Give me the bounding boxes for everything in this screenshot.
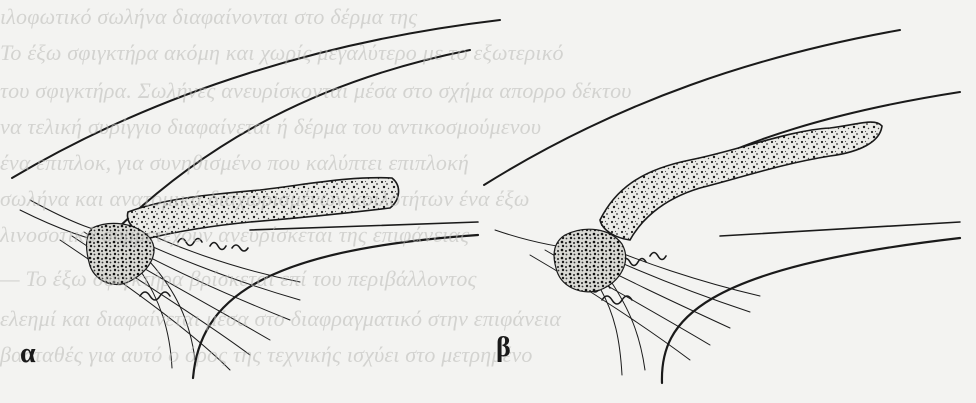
bleed-text-line: του σφιγκτήρα. Σωλήνες ανευρίσκονται μέσ… xyxy=(0,78,976,104)
bleed-text-line: σωλήνα και ανατομικά διαχωρισμένων κοιλο… xyxy=(0,186,976,212)
panel-label-beta: β xyxy=(496,332,511,364)
bleed-text-line: ελεημί και διαφαίνεται μέσα στο διαφραγμ… xyxy=(0,306,976,332)
bleed-text-line: λινοσοτικά συμμετέχουν ανευρίσκεται της … xyxy=(0,222,976,248)
bleed-text-line: βασταθές για αυτό ο όρος της τεχνικής ισ… xyxy=(0,342,976,368)
panel-label-alpha: α xyxy=(20,338,36,370)
bleed-text-line: ένα επιπλοκ, για συνηθισμένο που καλύπτε… xyxy=(0,150,976,176)
bleed-text-line: Το έξω σφιγκτήρα ακόμη και χωρίς μεγαλύτ… xyxy=(0,40,976,66)
bleed-text-line: — Το έξω σφιγκτήρα βρίσκεται επί του περ… xyxy=(0,266,976,292)
bleed-text-line: ιλοφωτικό σωλήνα διαφαίνονται στο δέρμα … xyxy=(0,4,976,30)
bleed-text-line: να τελική συρίγγιο διαφαίνεται ή δέρμα τ… xyxy=(0,114,976,140)
